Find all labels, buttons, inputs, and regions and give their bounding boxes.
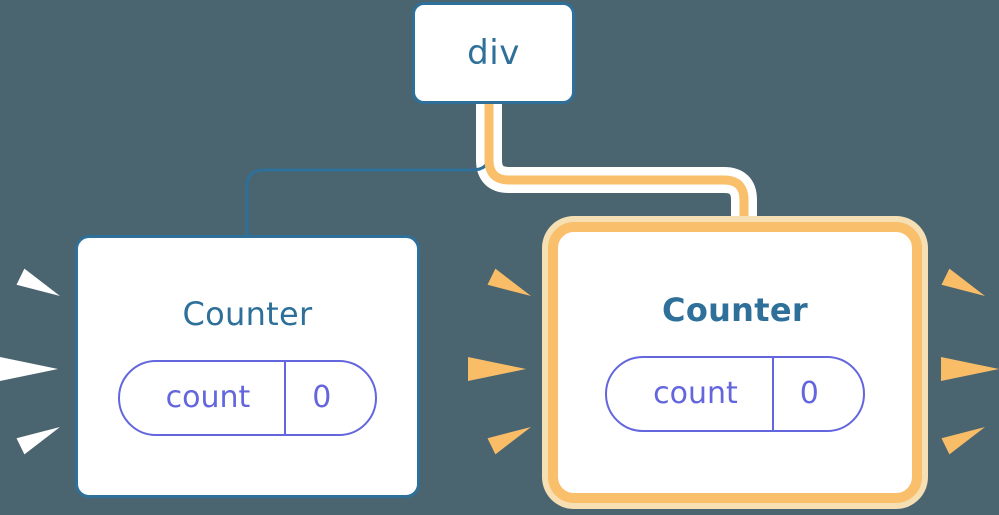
edge-div-to-counter-right-halo [476, 103, 757, 236]
node-counter-right[interactable]: Counter count 0 [548, 222, 922, 503]
node-counter-left-label: Counter [182, 294, 313, 333]
state-value-label: 0 [284, 361, 375, 434]
spark-ray-icon [487, 268, 535, 305]
spark-ray-icon [941, 418, 989, 455]
state-key-label: count [165, 379, 251, 415]
spark-ray-icon [941, 268, 989, 305]
state-pill-right: count 0 [605, 355, 865, 432]
spark-ray-icon [941, 357, 999, 381]
spark-ray-icon [0, 357, 58, 381]
state-value-label: 0 [771, 357, 863, 430]
spark-ray-icon [468, 357, 526, 381]
node-counter-left[interactable]: Counter count 0 [75, 235, 420, 498]
edge-div-to-counter-left [245, 103, 491, 238]
edge-div-to-counter-right [484, 103, 749, 236]
state-pill-left: count 0 [117, 359, 378, 436]
spark-ray-icon [16, 268, 64, 305]
node-counter-right-label: Counter [662, 290, 808, 329]
node-div-label: div [467, 33, 520, 73]
spark-ray-icon [16, 418, 64, 455]
node-div[interactable]: div [412, 2, 575, 104]
state-key-label: count [653, 375, 738, 411]
spark-ray-icon [487, 418, 535, 455]
